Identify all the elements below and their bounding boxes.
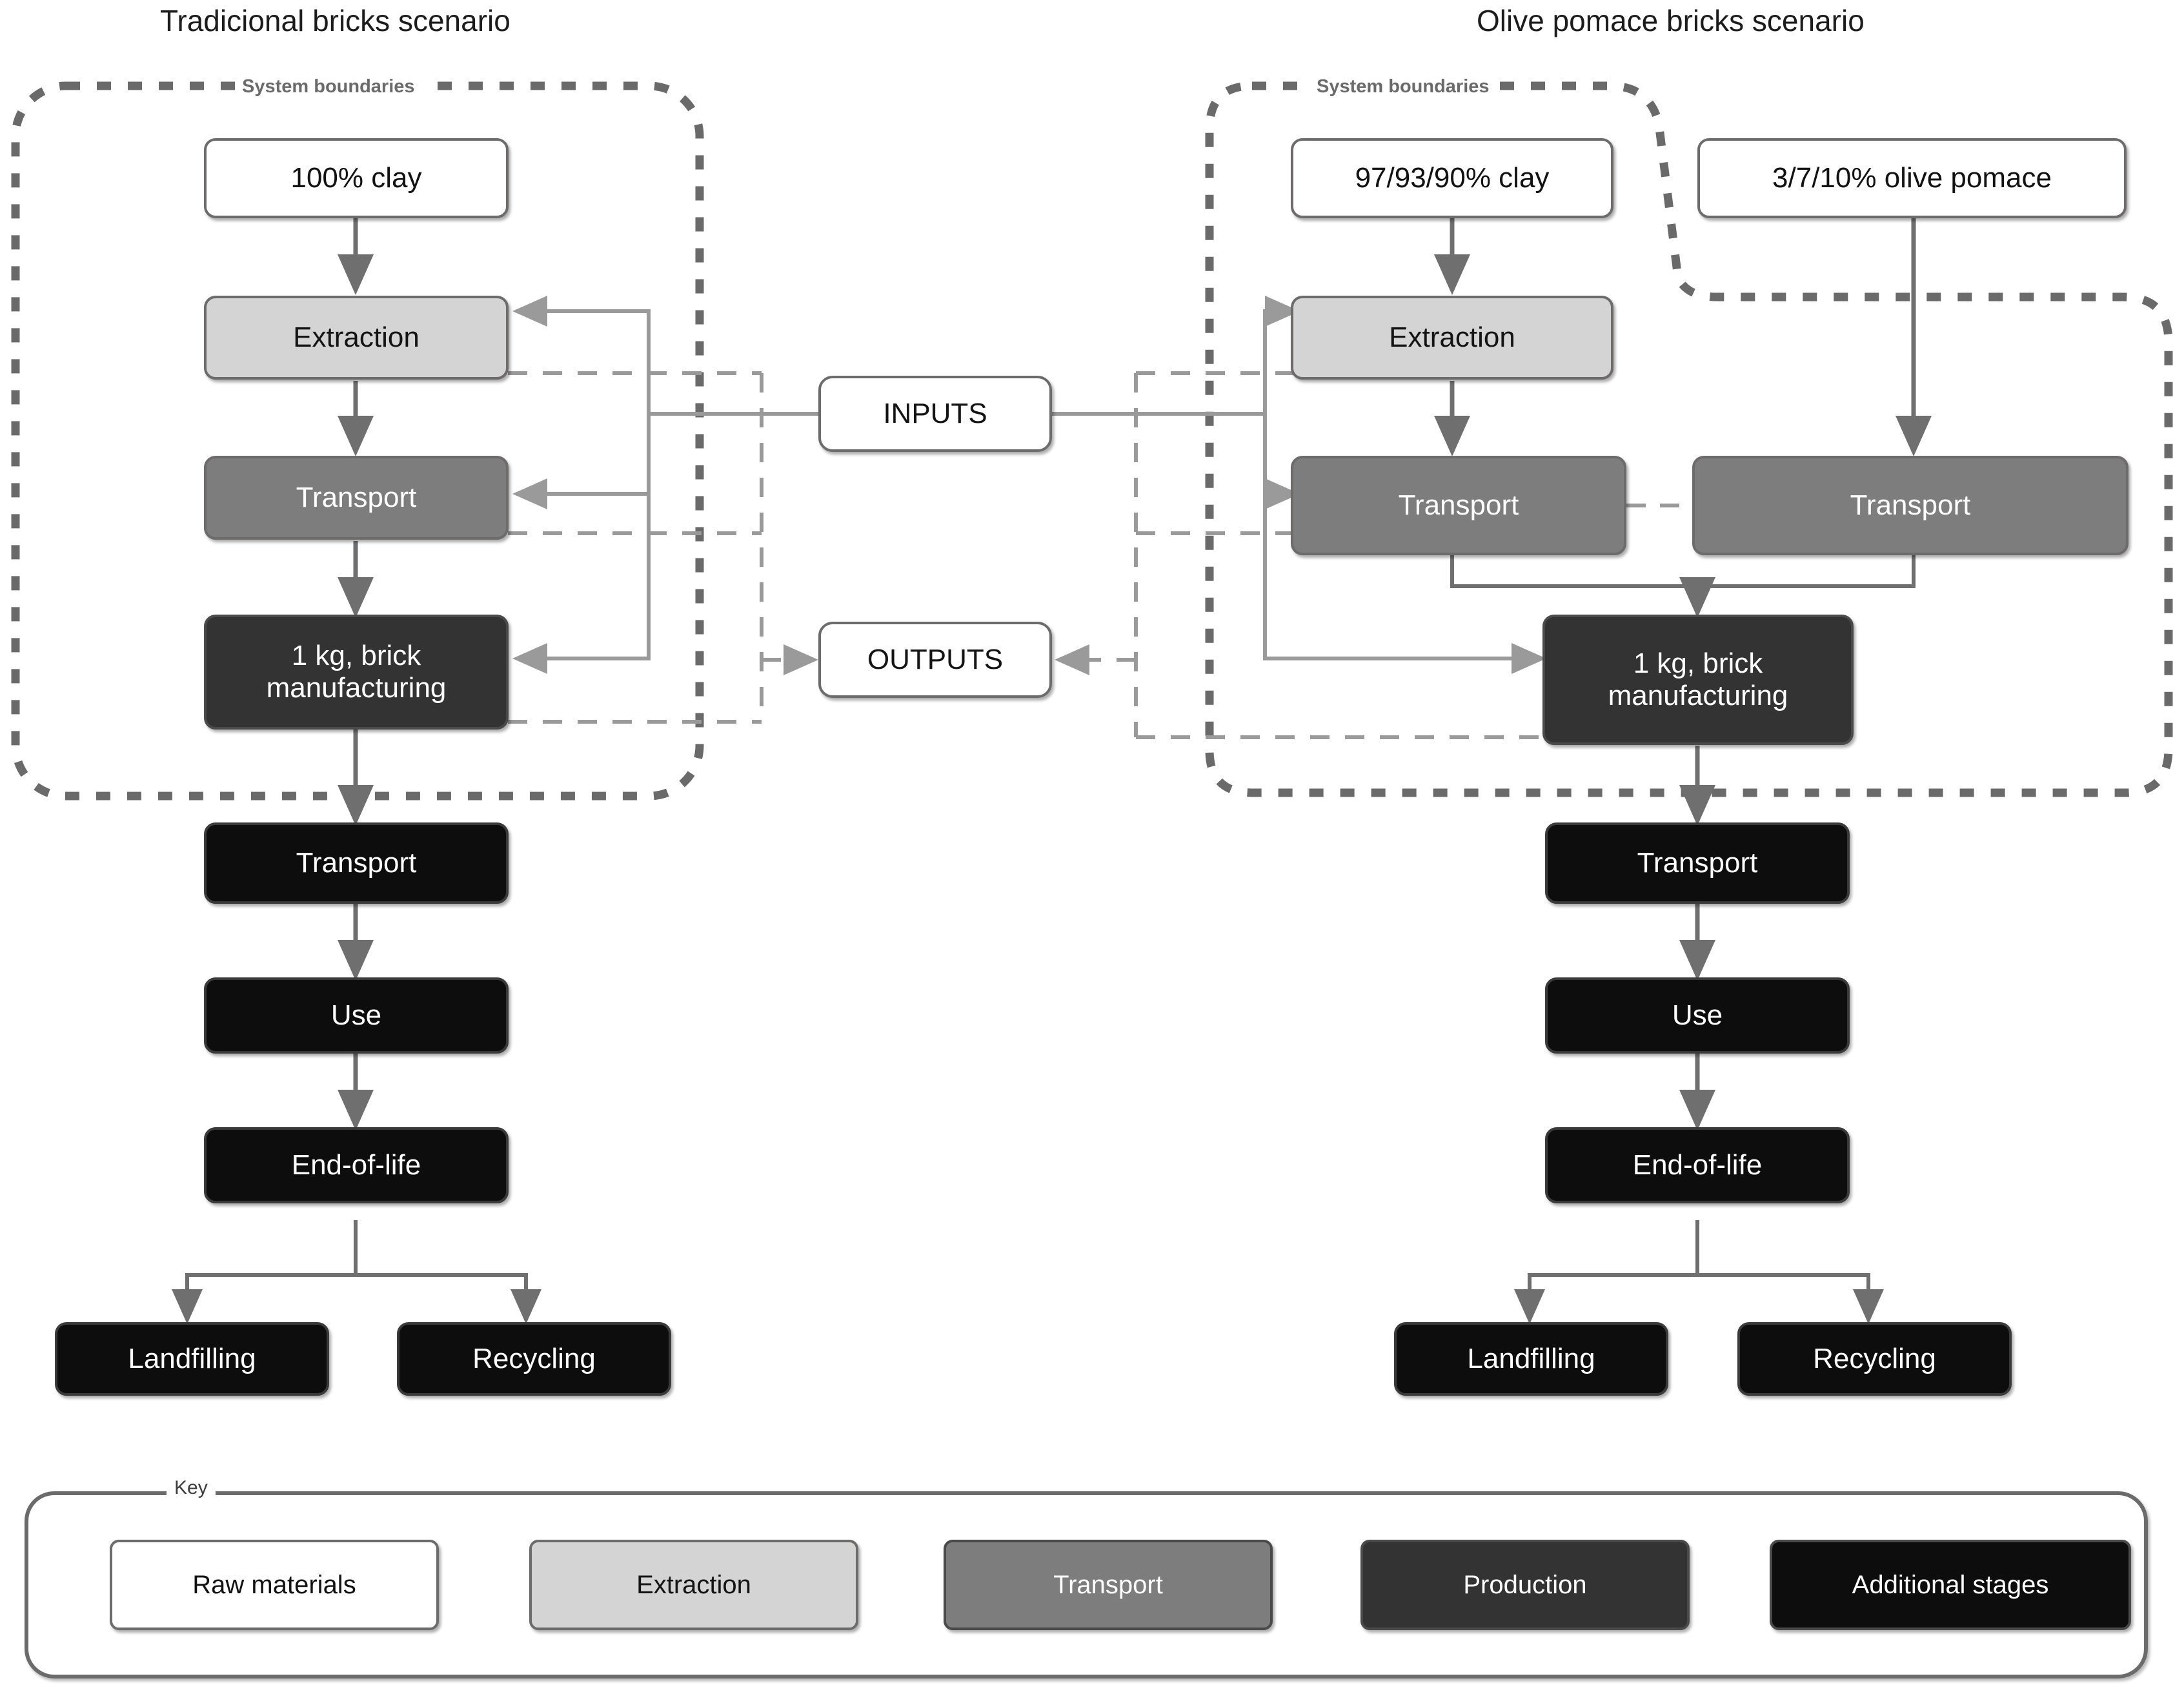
node-left-use[interactable]: Use: [204, 977, 509, 1054]
inputs-to-right-extraction: [1263, 296, 1300, 414]
key-item-label: Transport: [1053, 1570, 1163, 1599]
node-left-raw-material[interactable]: 100% clay: [204, 138, 509, 218]
node-right-production[interactable]: 1 kg, brick manufacturing: [1542, 615, 1854, 745]
merge-pomace-transport-to-production: [1697, 541, 1916, 588]
inputs-to-left-transport: [512, 414, 651, 509]
node-outputs[interactable]: OUTPUTS: [818, 622, 1052, 698]
system-boundary-label-left: System boundaries: [236, 76, 421, 97]
key-frame: [25, 1491, 2148, 1679]
key-item-extraction[interactable]: Extraction: [529, 1540, 858, 1630]
node-left-transport-post[interactable]: Transport: [204, 822, 509, 904]
node-left-production-line2: manufacturing: [266, 672, 447, 704]
node-left-extraction[interactable]: Extraction: [204, 296, 509, 380]
node-right-raw-material-pomace[interactable]: 3/7/10% olive pomace: [1697, 138, 2127, 218]
node-right-transport-post[interactable]: Transport: [1545, 822, 1850, 904]
arrow-eol-split-left: [172, 1220, 358, 1324]
node-right-production-line2: manufacturing: [1608, 680, 1788, 711]
node-right-extraction[interactable]: Extraction: [1291, 296, 1613, 380]
inputs-to-left-extraction: [512, 296, 651, 414]
key-item-production[interactable]: Production: [1360, 1540, 1690, 1630]
key-item-label: Extraction: [636, 1570, 751, 1599]
node-right-recycling[interactable]: Recycling: [1737, 1322, 2012, 1396]
node-right-end-of-life[interactable]: End-of-life: [1545, 1127, 1850, 1203]
node-right-use[interactable]: Use: [1545, 977, 1850, 1054]
node-left-recycling[interactable]: Recycling: [397, 1322, 671, 1396]
key-item-raw-materials[interactable]: Raw materials: [110, 1540, 439, 1630]
key-title: Key: [167, 1477, 216, 1499]
arrow-reol-split-right: [1697, 1273, 1884, 1324]
arrow-eol-split-right: [356, 1273, 541, 1324]
node-right-landfilling[interactable]: Landfilling: [1394, 1322, 1668, 1396]
node-left-production[interactable]: 1 kg, brick manufacturing: [204, 615, 509, 730]
node-right-production-line1: 1 kg, brick: [1633, 647, 1763, 679]
node-left-production-line1: 1 kg, brick: [291, 639, 421, 671]
merge-transports-to-production: [1450, 541, 1697, 588]
scenario-title-right: Olive pomace bricks scenario: [1477, 4, 1865, 37]
node-inputs[interactable]: INPUTS: [818, 376, 1052, 452]
key-item-label: Raw materials: [192, 1570, 356, 1599]
node-left-end-of-life[interactable]: End-of-life: [204, 1127, 509, 1203]
key-item-additional-stages[interactable]: Additional stages: [1770, 1540, 2131, 1630]
node-right-raw-material-clay[interactable]: 97/93/90% clay: [1291, 138, 1613, 218]
scenario-title-left: Tradicional bricks scenario: [160, 4, 511, 37]
node-right-transport-clay[interactable]: Transport: [1291, 456, 1626, 555]
inputs-to-left-production: [512, 414, 651, 674]
inputs-to-right-production: [1263, 414, 1546, 674]
node-left-transport[interactable]: Transport: [204, 456, 509, 540]
key-item-transport[interactable]: Transport: [944, 1540, 1273, 1630]
key-item-label: Additional stages: [1852, 1570, 2049, 1599]
node-right-transport-pomace[interactable]: Transport: [1692, 456, 2128, 555]
key-item-label: Production: [1463, 1570, 1587, 1599]
arrow-reol-split-left: [1514, 1220, 1699, 1324]
node-left-landfilling[interactable]: Landfilling: [55, 1322, 329, 1396]
system-boundary-label-right: System boundaries: [1310, 76, 1496, 97]
